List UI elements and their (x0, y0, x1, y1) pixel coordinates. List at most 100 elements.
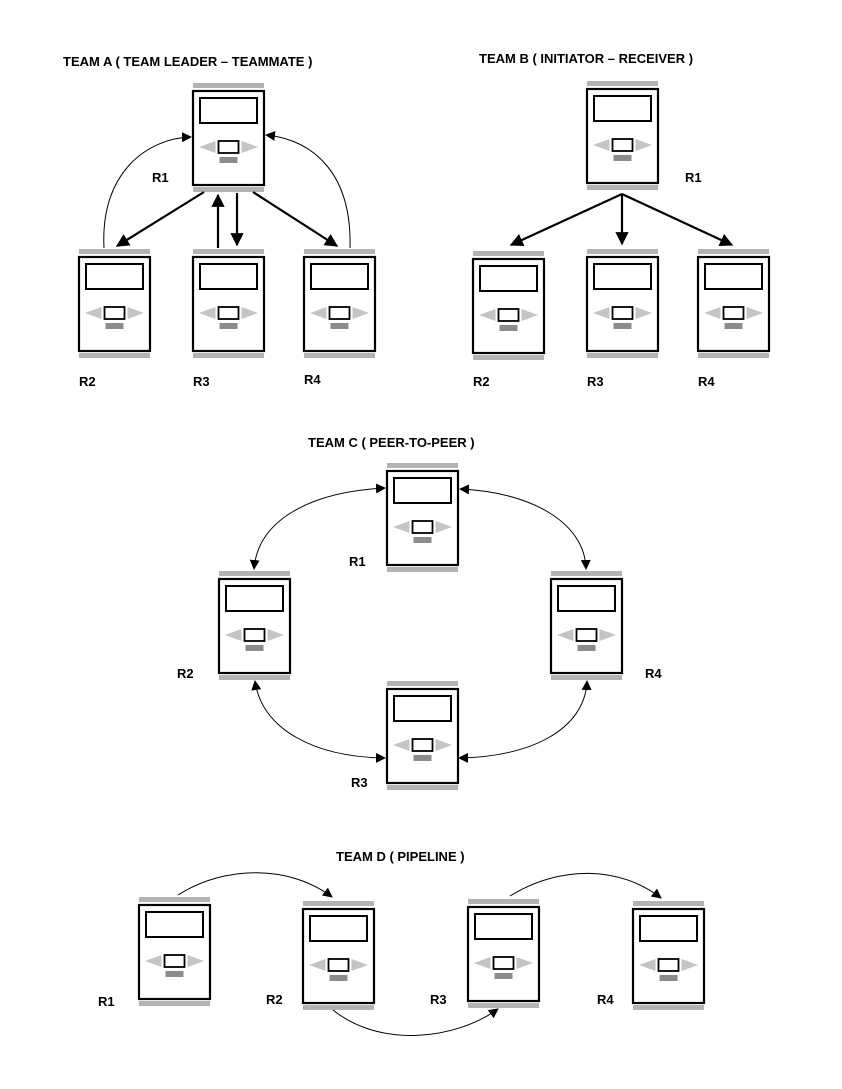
base-block (105, 323, 124, 329)
curve-r4-to-r1 (265, 130, 351, 249)
bottom-bar (633, 1005, 704, 1010)
bottom-bar (698, 353, 769, 358)
robot-label: R2 (79, 374, 96, 389)
arrow-r1-to-r2 (115, 191, 205, 247)
center-button (722, 306, 745, 320)
device-screen (145, 911, 204, 938)
device-screen (474, 913, 533, 940)
curve-r1-to-r2 (177, 872, 333, 898)
center-button (611, 306, 634, 320)
base-block (499, 325, 518, 331)
top-bar (387, 463, 458, 468)
curve-r2-to-r3 (332, 1008, 499, 1036)
team-c-title: TEAM C ( PEER-TO-PEER ) (308, 435, 475, 450)
left-arrow-icon (593, 139, 610, 151)
left-arrow-icon (704, 307, 721, 319)
base-block (413, 537, 432, 543)
robot-device (696, 249, 771, 358)
device-screen (593, 95, 652, 122)
robot-device (137, 897, 212, 1006)
top-bar (304, 249, 375, 254)
robot-label: R4 (597, 992, 614, 1007)
right-arrow-icon (241, 141, 258, 153)
right-arrow-icon (435, 739, 452, 751)
top-bar (698, 249, 769, 254)
right-arrow-icon (267, 629, 284, 641)
robot-label: R4 (645, 666, 662, 681)
base-block (245, 645, 264, 651)
center-button (217, 306, 240, 320)
center-button (492, 956, 515, 970)
left-arrow-icon (199, 307, 216, 319)
right-arrow-icon (521, 309, 538, 321)
center-button (497, 308, 520, 322)
top-bar (193, 83, 264, 88)
bottom-bar (79, 353, 150, 358)
curve-r2-r3 (251, 680, 386, 763)
bottom-bar (587, 353, 658, 358)
robot-label: R3 (587, 374, 604, 389)
base-block (613, 323, 632, 329)
device-screen (393, 477, 452, 504)
robot-label: R4 (304, 372, 321, 387)
team-a-labels: R1 R2 R3 R4 (79, 170, 321, 389)
curve-r2-to-r1 (103, 132, 192, 249)
bottom-bar (587, 185, 658, 190)
right-arrow-icon (351, 959, 368, 971)
connection-links (103, 130, 734, 1036)
right-arrow-icon (127, 307, 144, 319)
base-block (724, 323, 743, 329)
robot-device (631, 901, 706, 1010)
left-arrow-icon (639, 959, 656, 971)
bottom-bar (468, 1003, 539, 1008)
base-block (659, 975, 678, 981)
right-arrow-icon (241, 307, 258, 319)
robot-device (549, 571, 624, 680)
center-button (611, 138, 634, 152)
left-arrow-icon (479, 309, 496, 321)
top-bar (473, 251, 544, 256)
team-b-labels: R1 R2 R3 R4 (473, 170, 715, 389)
bottom-bar (551, 675, 622, 680)
bottom-bar (473, 355, 544, 360)
center-button (163, 954, 186, 968)
device-screen (557, 585, 616, 612)
right-arrow-icon (352, 307, 369, 319)
top-bar (551, 571, 622, 576)
robot-label: R3 (430, 992, 447, 1007)
robot-label: R1 (349, 554, 366, 569)
device-screen (309, 915, 368, 942)
curve-r3-to-r4 (509, 872, 662, 899)
robot-devices (77, 81, 771, 1010)
center-button (411, 738, 434, 752)
right-arrow-icon (635, 307, 652, 319)
right-arrow-icon (187, 955, 204, 967)
robot-device (302, 249, 377, 358)
base-block (219, 323, 238, 329)
left-arrow-icon (593, 307, 610, 319)
device-screen (393, 695, 452, 722)
left-arrow-icon (310, 307, 327, 319)
left-arrow-icon (557, 629, 574, 641)
robot-device (385, 463, 460, 572)
base-block (219, 157, 238, 163)
device-screen (199, 263, 258, 290)
bottom-bar (219, 675, 290, 680)
robot-device (471, 251, 546, 360)
left-arrow-icon (393, 521, 410, 533)
top-bar (79, 249, 150, 254)
robot-device (585, 81, 660, 190)
top-bar (193, 249, 264, 254)
device-screen (479, 265, 538, 292)
bottom-bar (387, 785, 458, 790)
bottom-bar (193, 353, 264, 358)
top-bar (587, 249, 658, 254)
robot-label: R2 (266, 992, 283, 1007)
center-button (327, 958, 350, 972)
right-arrow-icon (681, 959, 698, 971)
base-block (330, 323, 349, 329)
curve-r1-r4 (459, 484, 591, 570)
center-button (328, 306, 351, 320)
device-screen (199, 97, 258, 124)
